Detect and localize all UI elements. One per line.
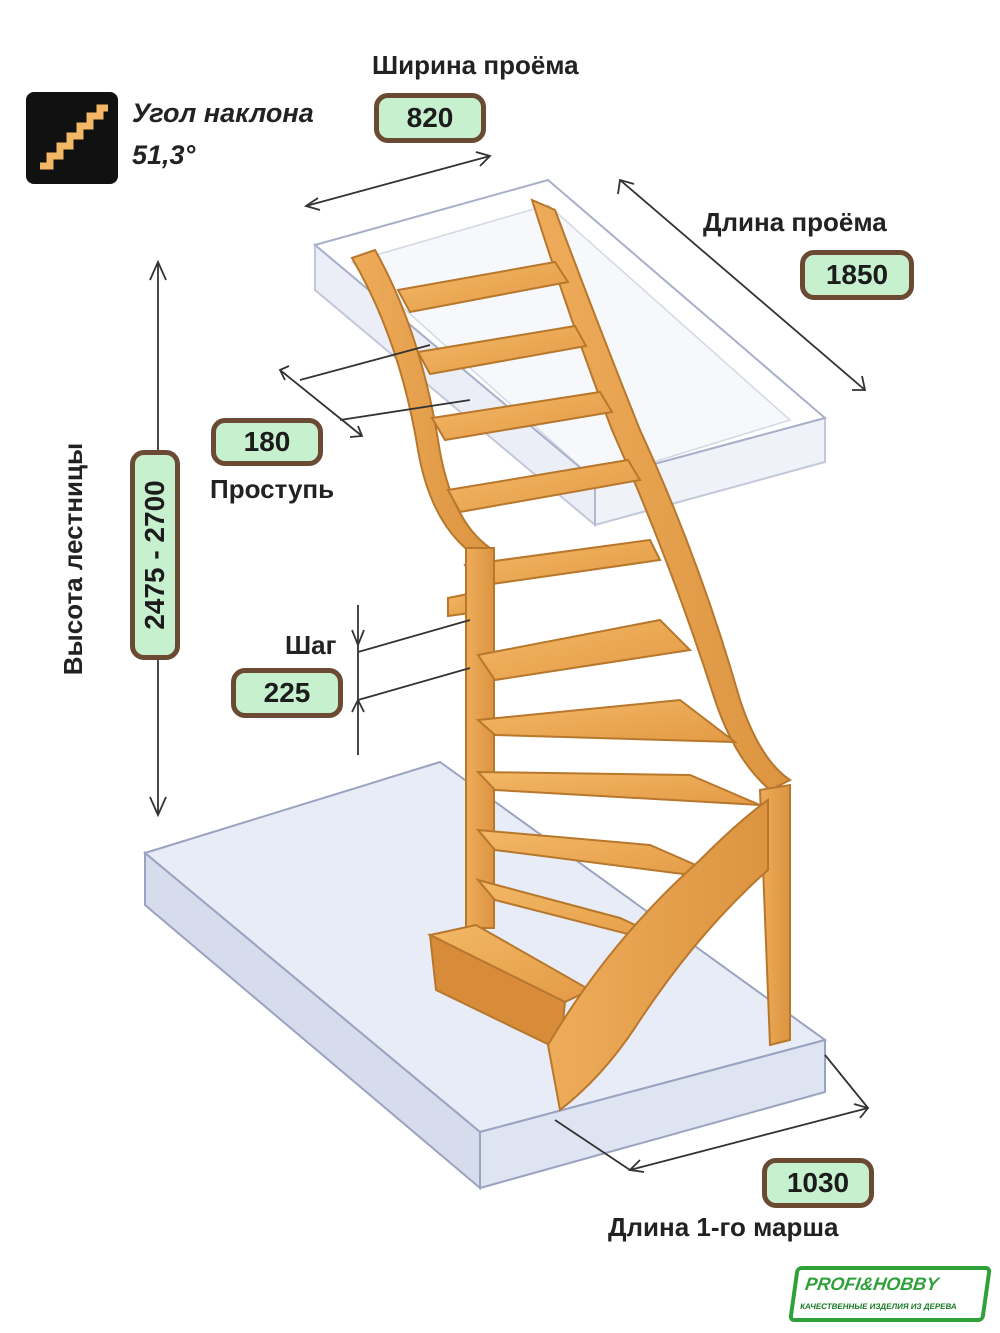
incline-label: Угол наклона <box>132 98 314 128</box>
step-badge: 225 <box>231 668 343 718</box>
brand-name: PROFI&HOBBY <box>804 1274 940 1294</box>
stair-height-badge: 2475 - 2700 <box>130 450 180 660</box>
incline-value: 51,3° <box>132 140 196 170</box>
winder-treads <box>427 618 761 1052</box>
newel-post <box>465 547 495 929</box>
upper-treads <box>396 260 662 618</box>
brand-tagline: КАЧЕСТВЕННЫЕ ИЗДЕЛИЯ ИЗ ДЕРЕВА <box>799 1302 958 1311</box>
stair-height-label: Высота лестницы <box>58 442 88 676</box>
opening-width-label: Ширина проёма <box>372 50 579 80</box>
brand-logo: PROFI&HOBBY КАЧЕСТВЕННЫЕ ИЗДЕЛИЯ ИЗ ДЕРЕ… <box>788 1266 992 1322</box>
first-flight-badge: 1030 <box>762 1158 874 1208</box>
step-label: Шаг <box>285 630 337 660</box>
opening-length-badge: 1850 <box>800 250 914 300</box>
stairs-icon <box>26 92 118 184</box>
first-flight-label: Длина 1-го марша <box>608 1212 839 1242</box>
opening-width-badge: 820 <box>374 93 486 143</box>
opening-length-label: Длина проёма <box>703 207 887 237</box>
tread-label: Проступь <box>210 474 335 504</box>
lower-stringer <box>546 783 791 1112</box>
tread-badge: 180 <box>211 418 323 466</box>
